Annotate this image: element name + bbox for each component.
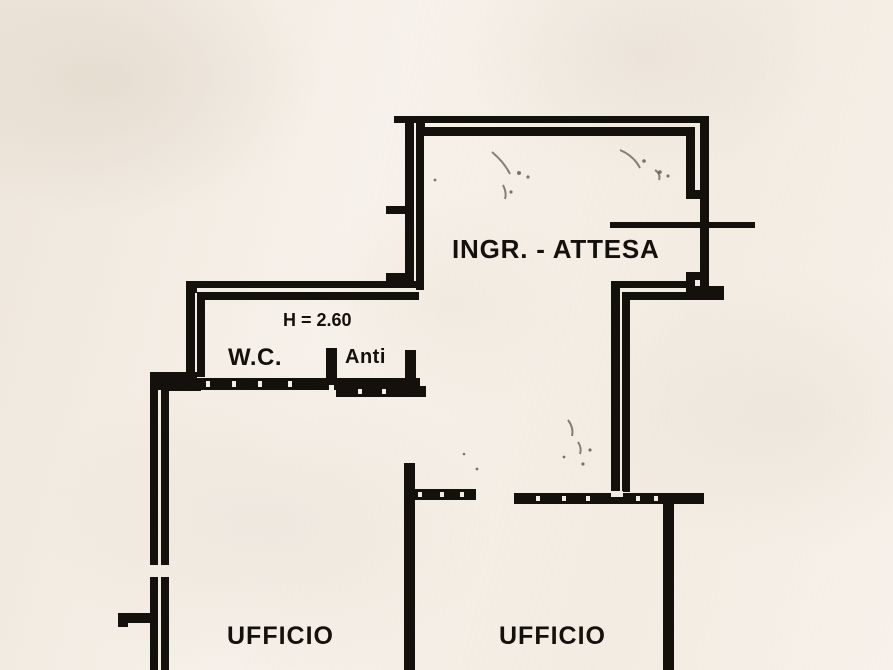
pencil-dot-11	[475, 467, 479, 471]
room-label-ufficio-right: UFFICIO	[499, 622, 606, 650]
wall-ingr-left-inner	[416, 127, 424, 290]
wall-anti-bottom	[336, 386, 426, 397]
pencil-dot-1	[517, 171, 521, 175]
opening-wc-anti-threshold	[329, 385, 334, 390]
wall-top-inner	[416, 127, 692, 136]
pencil-dot-4	[642, 159, 646, 163]
pencil-mark-e	[567, 419, 574, 437]
wall-wc-top-outer	[186, 281, 418, 288]
opening-right-top-3	[586, 496, 590, 501]
ceiling-height-annotation: H = 2.60	[283, 310, 352, 330]
wall-wc-top-inner	[197, 292, 419, 300]
opening-right-corridor-gap	[611, 491, 623, 497]
wall-wc-left-outer	[186, 281, 195, 379]
wall-topright-post-outer	[700, 116, 709, 198]
pencil-dots-group	[433, 159, 670, 471]
opening-right-top-2	[562, 496, 566, 501]
opening-wc-bottom-1	[206, 381, 210, 387]
wall-top-outer	[394, 116, 702, 123]
opening-right-top-4	[636, 496, 640, 501]
wall-left-jog-outer	[150, 372, 197, 380]
wall-left-pilaster-h	[118, 613, 158, 623]
pencil-mark-a	[491, 151, 511, 175]
wall-corridor-left-inner	[622, 292, 630, 492]
wall-right-ufficio-vertical	[663, 500, 674, 670]
pencil-mark-f	[577, 441, 582, 455]
opening-center-stub-1	[418, 492, 422, 497]
opening-anti-bottom-2	[382, 389, 386, 394]
pencil-dot-7	[433, 178, 437, 182]
opening-wc-bottom-3	[258, 381, 262, 387]
opening-wc-bottom-2	[232, 381, 236, 387]
wall-center-partition	[404, 463, 415, 670]
room-label-wc: W.C.	[228, 344, 282, 371]
opening-right-top-1	[536, 496, 540, 501]
wall-wc-left-inner	[197, 292, 205, 377]
wall-topright-post-inner	[686, 127, 695, 198]
pencil-dot-10	[562, 455, 566, 459]
wall-left-exterior-outer-upper	[150, 372, 158, 565]
pencil-dot-9	[581, 462, 585, 466]
opening-center-stub-2	[440, 492, 444, 497]
wall-ingr-right-upper	[700, 198, 709, 292]
room-label-anti: Anti	[345, 346, 386, 368]
wall-right-ufficio-top	[514, 493, 704, 504]
wall-ingr-right-step-bottom	[686, 286, 724, 295]
wall-ingr-right-step-h	[686, 272, 709, 280]
wall-left-pilaster-v	[118, 613, 128, 627]
pencil-dot-3	[509, 190, 513, 194]
wall-ingr-left-jamb-lower	[386, 273, 414, 281]
pencil-mark-c	[619, 149, 641, 169]
wall-anti-right-post	[405, 350, 416, 397]
pencil-dot-2	[526, 175, 530, 179]
wall-left-jog-inner	[161, 383, 201, 391]
wall-wc-anti-jamb	[326, 348, 337, 390]
opening-anti-bottom-1	[358, 389, 362, 394]
wall-top-left-connector	[416, 116, 425, 132]
wall-corridor-top-outer	[611, 281, 693, 288]
pencil-dot-8	[588, 448, 592, 452]
opening-right-top-5	[654, 496, 658, 501]
wall-right-projection	[610, 222, 755, 228]
wall-left-exterior-inner-upper	[161, 383, 169, 565]
room-label-ufficio-left: UFFICIO	[227, 622, 334, 650]
wall-ingr-left-notch	[405, 206, 414, 281]
pencil-mark-b	[502, 184, 507, 200]
wall-left-exterior-inner-lower	[161, 577, 169, 670]
wall-corridor-top-inner	[622, 292, 724, 300]
wall-topright-post-cap	[686, 190, 709, 199]
door-opening-group	[148, 381, 658, 577]
pencil-mark-d	[654, 169, 661, 181]
wall-ingr-left-outer	[405, 116, 414, 206]
opening-center-stub-3	[460, 492, 464, 497]
room-label-ingr-attesa: INGR. - ATTESA	[452, 234, 660, 264]
opening-wc-bottom-4	[288, 381, 292, 387]
pencil-dot-5	[658, 170, 662, 174]
pencil-marks-group	[491, 149, 661, 455]
wall-corridor-left-outer	[611, 281, 620, 492]
pencil-dot-6	[666, 174, 670, 178]
wall-group	[118, 116, 755, 670]
opening-left-exterior-window	[148, 565, 172, 577]
wall-ingr-left-jamb-upper	[386, 206, 414, 214]
pencil-dot-12	[462, 452, 466, 456]
wall-left-exterior-outer-lower	[150, 577, 158, 670]
